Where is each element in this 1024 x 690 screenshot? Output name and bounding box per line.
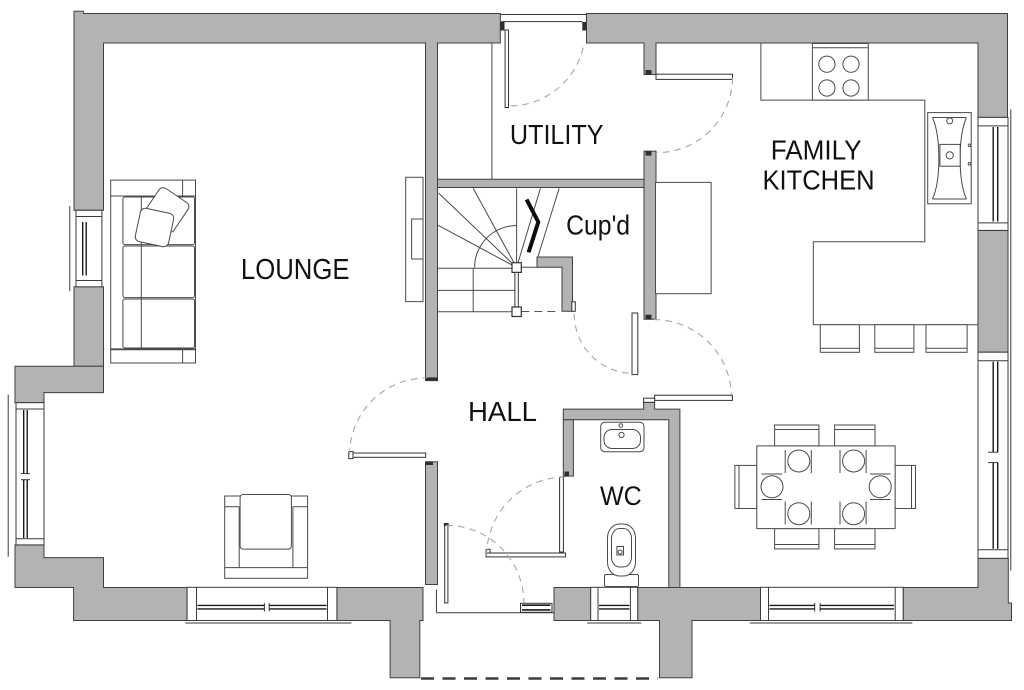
svg-text:LOUNGE: LOUNGE [241,254,350,286]
svg-text:FAMILY: FAMILY [771,134,862,165]
svg-text:Cup'd: Cup'd [566,210,630,241]
svg-text:UTILITY: UTILITY [510,119,604,150]
svg-text:HALL: HALL [468,396,537,427]
svg-text:KITCHEN: KITCHEN [763,165,875,196]
svg-text:WC: WC [600,481,642,511]
